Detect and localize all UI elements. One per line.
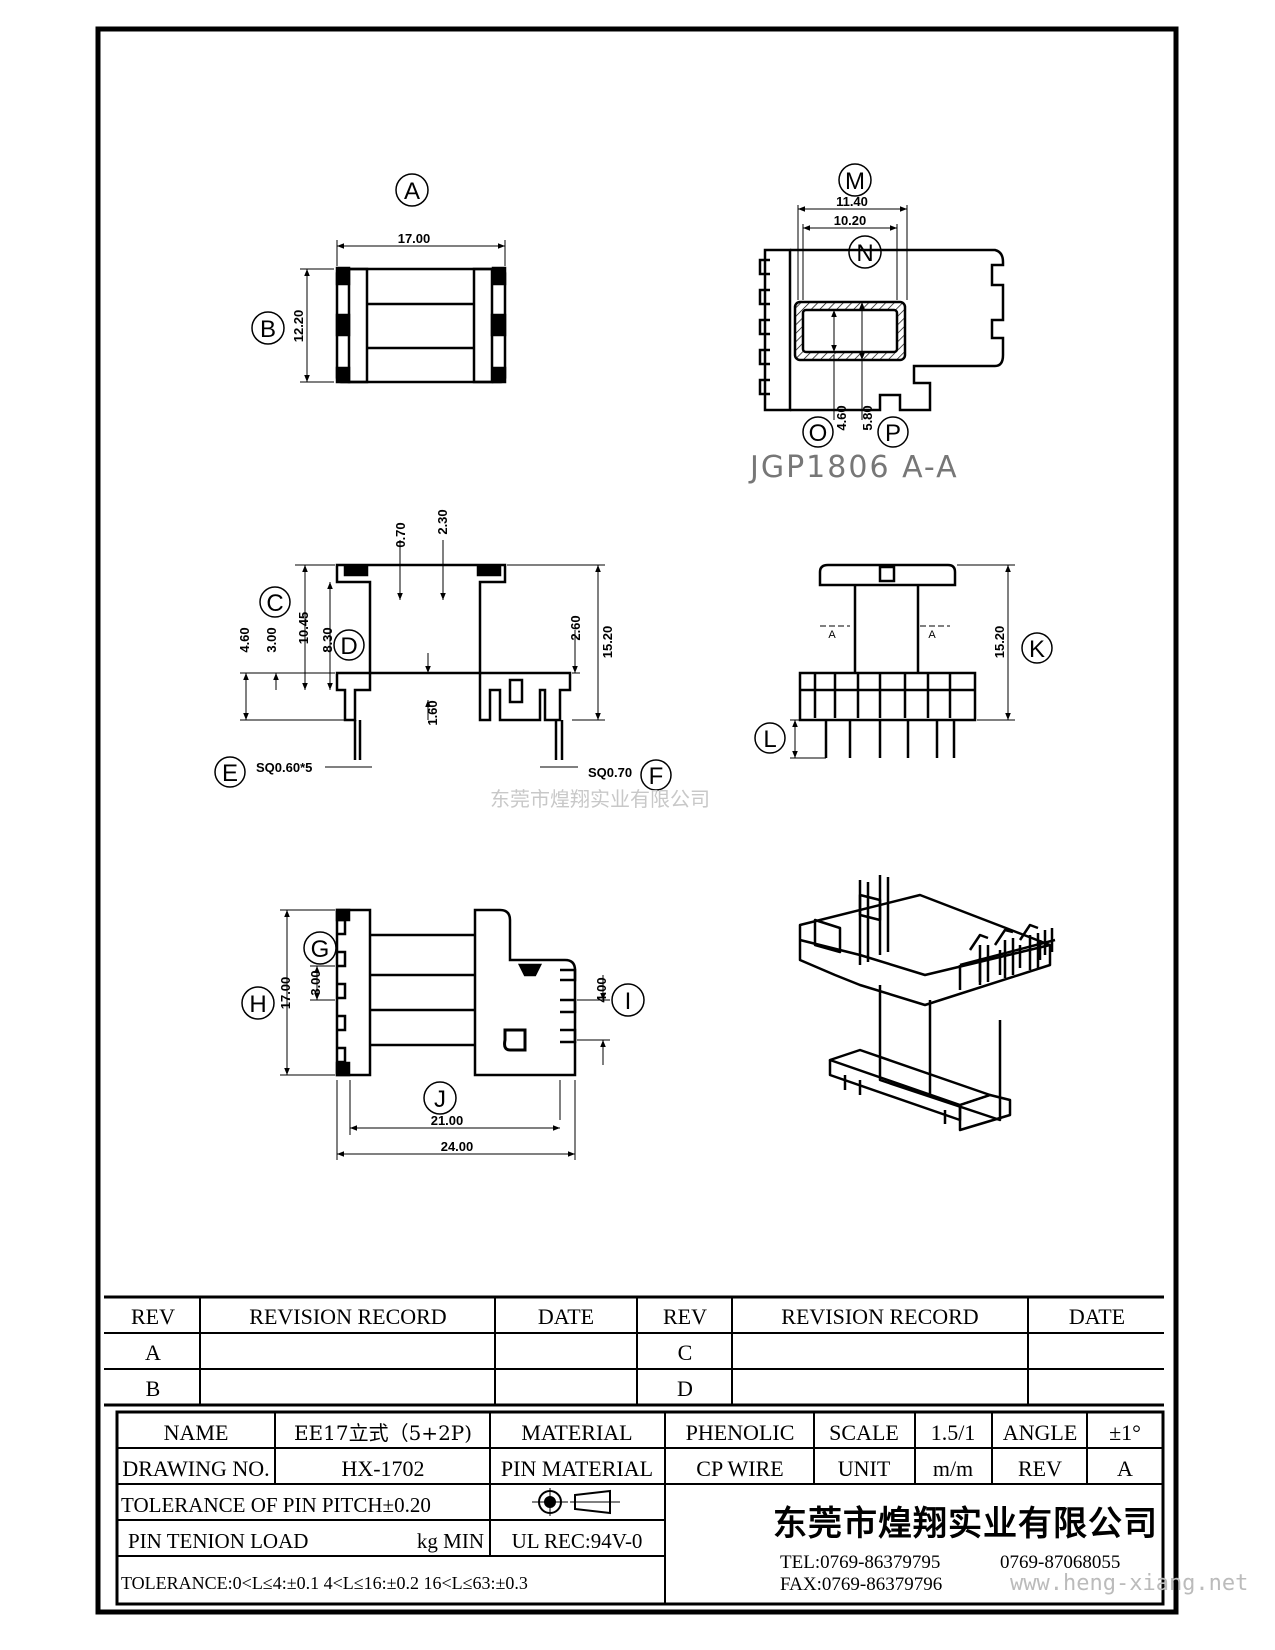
watermark: 东莞市煌翔实业有限公司 [490, 787, 710, 811]
company-tel-2: 0769-87068055 [1000, 1552, 1120, 1573]
company-name: 东莞市煌翔实业有限公司 [773, 1504, 1158, 1544]
dim-bottom-2400: 24.00 [441, 1139, 474, 1154]
dim-section-m: 11.40 [836, 194, 868, 209]
tolerance-pin-pitch: TOLERANCE OF PIN PITCH±0.20 [121, 1493, 431, 1517]
dim-1520: 15.20 [600, 626, 615, 659]
drawing-no-label: DRAWING NO. [122, 1456, 269, 1481]
name-value: EE17立式（5+2P) [294, 1421, 472, 1445]
company-tel: TEL:0769-86379795 [780, 1552, 940, 1573]
label-g: G [311, 936, 330, 963]
pin-tenion-unit: kg MIN [417, 1529, 484, 1553]
dim-460: 4.60 [237, 627, 252, 652]
revision-table [104, 1295, 1164, 1407]
isometric-view [798, 875, 1056, 1132]
rev-header-1: REV [131, 1304, 175, 1329]
pin-spec-f: SQ0.70 [588, 765, 632, 780]
section-view [758, 163, 1005, 448]
angle-label: ANGLE [1003, 1420, 1078, 1445]
pin-spec-e: SQ0.60*5 [256, 760, 312, 775]
rev-label: REV [1018, 1456, 1062, 1481]
rev-row-a: A [145, 1340, 161, 1365]
sheet-border [95, 26, 1179, 1615]
name-label: NAME [164, 1420, 229, 1445]
section-title: JGP1806 A-A [748, 450, 959, 485]
dim-1045: 10.45 [296, 612, 311, 645]
label-i: I [625, 988, 632, 1015]
section-mark-left: A [828, 629, 836, 641]
rev-value: A [1117, 1456, 1133, 1481]
rev-row-b: B [146, 1376, 161, 1401]
label-l: L [763, 726, 776, 753]
section-mark-right: A [928, 629, 936, 641]
rev-row-d: D [677, 1376, 693, 1401]
dim-top-width: 17.00 [398, 231, 431, 246]
general-tolerance: TOLERANCE:0<L≤4:±0.1 4<L≤16:±0.2 16<L≤63… [121, 1573, 528, 1593]
drawing-no-value: HX-1702 [341, 1456, 424, 1481]
label-b: B [260, 316, 276, 343]
dim-side-1520: 15.20 [992, 626, 1007, 659]
dim-830: 8.30 [320, 627, 335, 652]
side-view [754, 563, 1053, 759]
unit-value: m/m [933, 1456, 973, 1481]
dim-section-p: 5.80 [860, 405, 875, 430]
dim-bottom-400: 4.00 [594, 977, 609, 1002]
revision-record-header-1: REVISION RECORD [249, 1304, 446, 1329]
dim-070: 0.70 [393, 522, 408, 547]
label-d: D [340, 633, 357, 660]
dim-260: 2.60 [568, 615, 583, 640]
label-b-circle [251, 311, 285, 345]
website-watermark: www.heng-xiang.net [1010, 1571, 1248, 1596]
top-view [251, 173, 507, 384]
dim-bottom-1700: 17.00 [278, 977, 293, 1010]
rev-header-2: REV [663, 1304, 707, 1329]
front-view [214, 540, 672, 791]
pin-material-label: PIN MATERIAL [501, 1456, 653, 1481]
date-header-1: DATE [538, 1304, 594, 1329]
revision-record-header-2: REVISION RECORD [781, 1304, 978, 1329]
pin-material-value: CP WIRE [696, 1456, 783, 1481]
dim-section-n: 10.20 [834, 213, 867, 228]
rev-row-c: C [678, 1340, 693, 1365]
pin-tenion-label: PIN TENION LOAD [128, 1529, 308, 1553]
angle-value: ±1° [1109, 1420, 1141, 1445]
bottom-view [241, 908, 645, 1160]
label-o: O [809, 420, 828, 447]
label-p: P [885, 420, 901, 447]
dim-top-height: 12.20 [291, 310, 306, 343]
date-header-2: DATE [1069, 1304, 1125, 1329]
dim-bottom-2100: 21.00 [431, 1113, 464, 1128]
label-m: M [845, 168, 865, 195]
label-j: J [434, 1086, 446, 1113]
title-block [115, 1410, 1165, 1606]
label-c: C [266, 590, 283, 617]
label-h: H [249, 991, 266, 1018]
label-n: N [856, 240, 873, 267]
scale-value: 1.5/1 [931, 1420, 976, 1445]
material-label: MATERIAL [521, 1420, 632, 1445]
dim-300: 3.00 [264, 627, 279, 652]
label-a: A [404, 178, 420, 205]
dim-230: 2.30 [435, 509, 450, 534]
label-f: F [649, 763, 664, 790]
label-k: K [1029, 636, 1045, 663]
material-value: PHENOLIC [686, 1420, 795, 1445]
ul-rating: UL REC:94V-0 [512, 1529, 643, 1553]
dim-section-o: 4.60 [834, 405, 849, 430]
dim-bottom-300: 3.00 [308, 970, 323, 995]
unit-label: UNIT [838, 1456, 891, 1481]
label-a-circle [395, 173, 429, 207]
label-e: E [222, 760, 238, 787]
company-fax: FAX:0769-86379796 [780, 1574, 942, 1595]
dim-160: 1.60 [425, 700, 440, 725]
scale-label: SCALE [829, 1420, 899, 1445]
